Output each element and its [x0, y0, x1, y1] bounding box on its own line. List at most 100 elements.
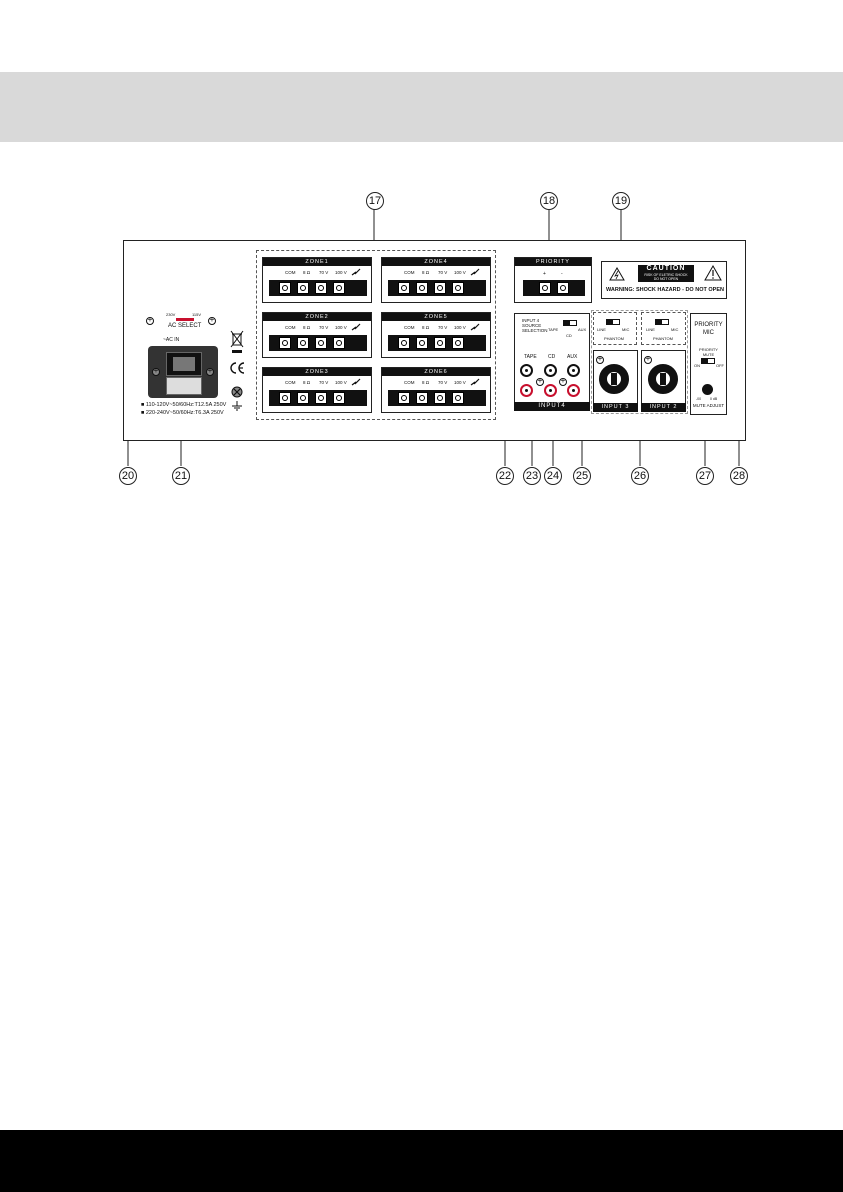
zone-terminal-strip [269, 335, 367, 351]
priority-mute-on-label: ON [694, 363, 700, 368]
input4-cd-label: CD [566, 333, 572, 338]
priority-title: PRIORITY [515, 258, 591, 266]
callout-27: 27 [696, 467, 714, 485]
ac-spec-line1: ■ 110-120V~50/60Hz:T12.5A 250V [141, 402, 227, 408]
zone-terminal-strip [388, 280, 486, 296]
priority-mute-label1: PRIORITY [699, 347, 718, 352]
zone-screw-terminal[interactable] [297, 337, 309, 349]
weee-bin-icon [230, 330, 244, 353]
zone-tap-label: COM [404, 380, 415, 385]
zone-screw-terminal[interactable] [398, 392, 410, 404]
zone-screw-terminal[interactable] [434, 392, 446, 404]
zone-screw-terminal[interactable] [315, 282, 327, 294]
cd-left-rca-jack[interactable] [544, 364, 557, 377]
zone-screw-terminal[interactable] [416, 337, 428, 349]
fuse-drawer[interactable] [166, 377, 202, 395]
input2-switch-box [641, 312, 686, 345]
mute-adjust-label: MUTE ADJUST [692, 403, 725, 408]
mute-adjust-knob[interactable] [702, 384, 713, 395]
ce-mark-icon [230, 362, 245, 374]
zone-tap-label: COM [404, 270, 415, 275]
zone-tap-label: 100 V [454, 380, 466, 385]
callout-18: 18 [540, 192, 558, 210]
zone-screw-terminal[interactable] [452, 337, 464, 349]
priority-mic-panel [690, 313, 727, 415]
input3-line-mic-switch[interactable] [606, 319, 620, 325]
exclamation-warning-icon [704, 265, 722, 281]
ac-power-inlet[interactable] [148, 346, 218, 398]
input2-line-mic-switch[interactable] [655, 319, 669, 325]
cd-right-rca-jack[interactable] [544, 384, 557, 397]
zone-screw-terminal[interactable] [434, 337, 446, 349]
zone-tap-label: 100 V [335, 325, 347, 330]
priority-minus-label: - [561, 271, 563, 277]
iec-socket[interactable] [166, 352, 202, 376]
zone-screw-terminal[interactable] [297, 392, 309, 404]
zone-screw-terminal[interactable] [333, 337, 345, 349]
caution-line1: RISK OF ELETRIC SHOCK [644, 273, 688, 277]
zone-screw-terminal[interactable] [416, 392, 428, 404]
caution-warning-text: WARNING: SHOCK HAZARD - DO NOT OPEN [606, 287, 724, 293]
caution-title: CAUTION [646, 265, 686, 272]
input3-label-bar: INPUT 3 [593, 403, 638, 412]
tape-left-rca-jack[interactable] [520, 364, 533, 377]
input4-source-switch[interactable] [563, 320, 577, 326]
zone-screw-terminal[interactable] [452, 282, 464, 294]
zone-group-box [256, 250, 496, 420]
priority-terminal: PRIORITY + - [514, 257, 592, 303]
priority-minus-terminal[interactable] [557, 282, 569, 294]
priority-mute-off-label: OFF [716, 363, 724, 368]
inlet-right-screw [206, 366, 214, 376]
zone-screw-terminal[interactable] [279, 337, 291, 349]
aux-right-rca-jack[interactable] [567, 384, 580, 397]
zone-screw-terminal[interactable] [452, 392, 464, 404]
ac-voltage-selector-switch[interactable] [176, 318, 194, 321]
mute-adjust-min-label: -00 [696, 397, 702, 401]
input4-screw-2 [559, 376, 567, 386]
zone-title: ZONE6 [382, 368, 490, 376]
zone-screw-terminal[interactable] [416, 282, 428, 294]
zone-tap-label: 70 V [438, 270, 448, 275]
zone-tap-label: 70 V [438, 325, 448, 330]
priority-plus-terminal[interactable] [539, 282, 551, 294]
zone-terminal-strip [269, 390, 367, 406]
zone-screw-terminal[interactable] [279, 282, 291, 294]
callout-26: 26 [631, 467, 649, 485]
input2-screw [644, 354, 652, 364]
input3-combo-xlr-jack[interactable] [599, 364, 629, 394]
zone-title: ZONE5 [382, 313, 490, 321]
callout-23: 23 [523, 467, 541, 485]
caution-line2: DO NOT OPEN [653, 277, 679, 281]
input4-jack-label-tape: TAPE [524, 354, 537, 360]
shock-warning-icon [609, 267, 625, 281]
zone-tap-label: 100 V [454, 270, 466, 275]
zone-tap-label: 8 Ω [422, 380, 430, 385]
priority-mute-switch[interactable] [701, 358, 715, 364]
tape-right-rca-jack[interactable] [520, 384, 533, 397]
input3-screw [596, 354, 604, 364]
zone-screw-terminal[interactable] [279, 392, 291, 404]
zone-screw-terminal[interactable] [315, 392, 327, 404]
input2-combo-xlr-jack[interactable] [648, 364, 678, 394]
ac-in-label: ~AC IN [163, 337, 180, 343]
zone-screw-terminal[interactable] [315, 337, 327, 349]
input3-mic-label: MIC [622, 327, 630, 332]
zone-tap-label: 70 V [319, 270, 329, 275]
zone-screw-terminal[interactable] [297, 282, 309, 294]
left-panel-screw [146, 315, 154, 325]
input2-phantom-label: PHANTOM [653, 336, 673, 341]
ac-spec2-text: 220-240V~50/60Hz:T6.3A 250V [145, 410, 224, 416]
zone-screw-terminal[interactable] [333, 282, 345, 294]
zone-screw-terminal[interactable] [398, 282, 410, 294]
zone-screw-terminal[interactable] [333, 392, 345, 404]
input4-source-selection-label: INPUT 4 SOURCE SELECTION [522, 318, 548, 333]
zone-screw-terminal[interactable] [398, 337, 410, 349]
zone-screw-terminal[interactable] [434, 282, 446, 294]
aux-left-rca-jack[interactable] [567, 364, 580, 377]
zone-tap-label: 70 V [319, 325, 329, 330]
